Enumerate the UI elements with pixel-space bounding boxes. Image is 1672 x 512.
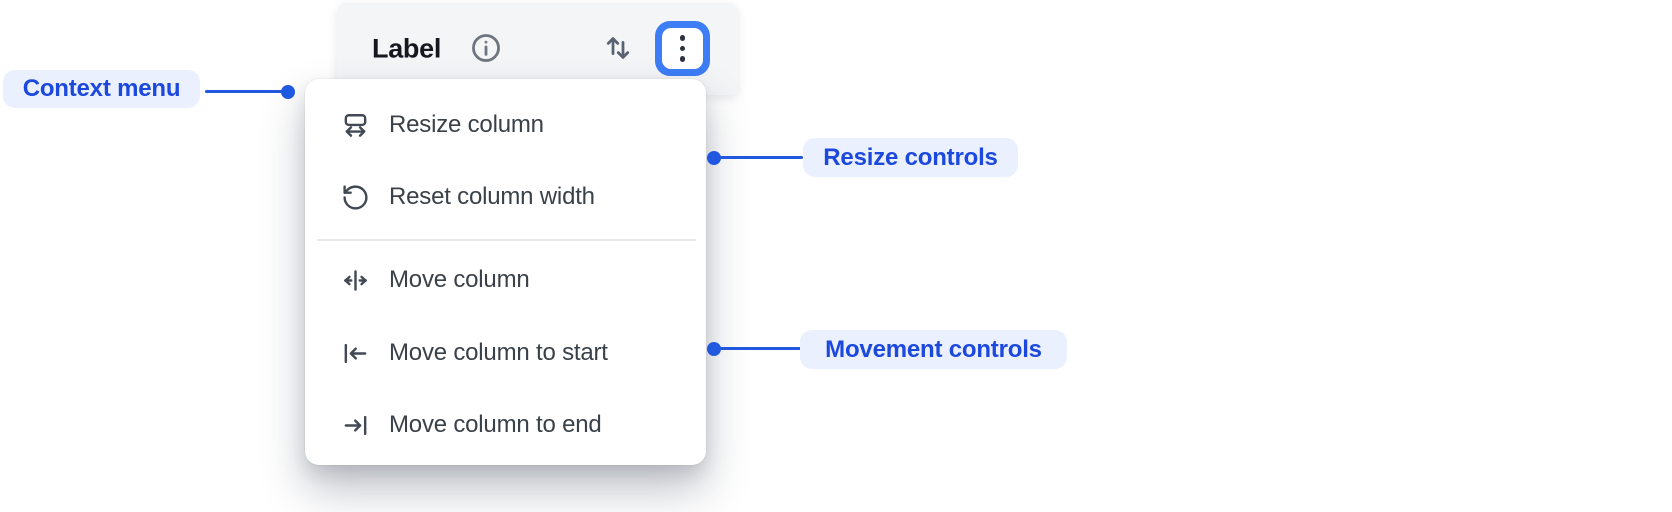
menu-item-resize-column[interactable]: Resize column <box>305 89 706 161</box>
annotation-resize-controls: Resize controls <box>803 138 1018 177</box>
column-menu-button[interactable] <box>655 21 710 76</box>
annotation-label: Resize controls <box>823 143 998 171</box>
annotation-line-movement-controls <box>716 347 801 350</box>
arrow-left-to-line-icon <box>341 339 370 368</box>
context-menu: Resize column Reset column width Move co… <box>305 79 706 465</box>
annotation-context-menu: Context menu <box>3 70 200 108</box>
info-icon[interactable] <box>470 32 502 64</box>
kebab-menu-icon <box>662 28 703 69</box>
annotation-label: Context menu <box>22 75 181 102</box>
menu-item-label: Move column to start <box>389 339 608 366</box>
menu-divider <box>317 239 696 241</box>
column-header-label: Label <box>372 33 442 64</box>
menu-item-move-column-to-end[interactable]: Move column to end <box>305 389 706 461</box>
menu-item-label: Move column <box>389 266 530 293</box>
menu-item-reset-column-width[interactable]: Reset column width <box>305 161 706 233</box>
menu-item-label: Resize column <box>389 111 544 138</box>
rotate-ccw-icon <box>341 183 370 212</box>
annotation-dot-context-menu <box>281 85 295 99</box>
annotation-label: Movement controls <box>825 335 1042 363</box>
resize-horizontal-icon <box>341 111 370 140</box>
menu-item-move-column[interactable]: Move column <box>305 244 706 316</box>
annotation-dot-resize-controls <box>707 151 721 165</box>
move-horizontal-icon <box>341 266 370 295</box>
menu-item-move-column-to-start[interactable]: Move column to start <box>305 317 706 389</box>
menu-item-label: Reset column width <box>389 183 595 210</box>
arrow-right-to-line-icon <box>341 411 370 440</box>
annotation-dot-movement-controls <box>707 342 721 356</box>
sort-arrow-up-down-icon[interactable] <box>603 33 633 63</box>
annotation-movement-controls: Movement controls <box>800 330 1067 369</box>
annotation-line-context-menu <box>205 90 283 93</box>
annotation-line-resize-controls <box>716 156 803 159</box>
menu-item-label: Move column to end <box>389 411 602 438</box>
